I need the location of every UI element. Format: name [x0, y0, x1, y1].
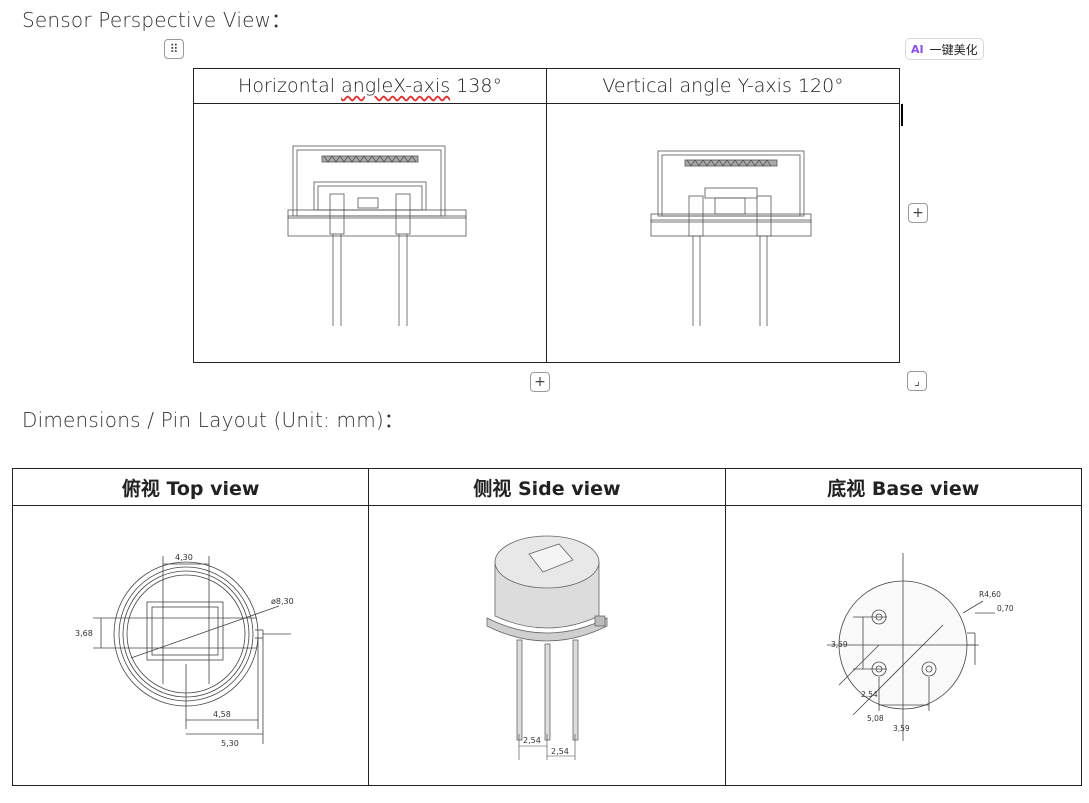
- dim-base-radius: R4,60: [979, 590, 1001, 599]
- add-row-button[interactable]: +: [530, 372, 550, 392]
- side-view-3d-drawing: 2,54 2,54: [486, 535, 608, 760]
- dim-side-pitch-1: 2,54: [523, 736, 541, 745]
- ai-beautify-label: 一键美化: [929, 42, 978, 57]
- dim-base-5-08: 5,08: [867, 714, 884, 723]
- header-vertical-angle: Vertical angle Y-axis 120°: [546, 68, 900, 104]
- ai-icon: AI: [911, 42, 924, 56]
- dim-top-width: 4,30: [175, 553, 193, 562]
- spellcheck-marked-word: angleX-axis: [341, 75, 451, 97]
- dim-base-3-59-vertical: 3,59: [831, 640, 848, 649]
- add-column-button[interactable]: +: [908, 203, 928, 223]
- table-drag-handle[interactable]: ⠿: [164, 39, 184, 59]
- dim-top-diameter: ø8,30: [271, 597, 294, 606]
- perspective-table: Horizontal angleX-axis 138° Vertical ang…: [193, 68, 900, 363]
- horizontal-angle-sensor-drawing: [287, 145, 467, 326]
- ai-beautify-button[interactable]: AI 一键美化: [905, 38, 984, 60]
- dim-base-3-59-horizontal: 3,59: [893, 724, 910, 733]
- top-view-drawing: 4,30 ø8,30 3,68 4,58 5,30: [75, 553, 294, 748]
- header-base-view: 底视 Base view: [724, 468, 1083, 506]
- header-horizontal-angle: Horizontal angleX-axis 138°: [193, 68, 547, 104]
- dimensions-heading: Dimensions / Pin Layout (Unit: mm)：: [22, 408, 405, 432]
- dim-top-5-30: 5,30: [221, 739, 239, 748]
- base-view-drawing: R4,60 0,70 3,59 2,54 5,08 3,59: [827, 552, 1014, 741]
- dim-top-4-58: 4,58: [213, 710, 231, 719]
- dim-base-0-70: 0,70: [997, 604, 1014, 613]
- sensor-perspective-heading: Sensor Perspective View：: [22, 8, 292, 32]
- base-view-cell: R4,60 0,70 3,59 2,54 5,08 3,59: [724, 505, 1083, 786]
- dimension-table: 俯视 Top view 侧视 Side view 底视 Base view: [11, 468, 1083, 786]
- top-view-cell: 4,30 ø8,30 3,68 4,58 5,30: [11, 505, 370, 786]
- text-cursor: [901, 104, 903, 126]
- dim-top-height: 3,68: [75, 629, 93, 638]
- header-side-view: 侧视 Side view: [368, 468, 726, 506]
- header-top-view: 俯视 Top view: [11, 468, 370, 506]
- table-resize-handle[interactable]: ⌟: [907, 371, 927, 391]
- vertical-angle-drawing-cell: [546, 103, 900, 363]
- dim-side-pitch-2: 2,54: [551, 747, 569, 756]
- horizontal-angle-drawing-cell: [193, 103, 547, 363]
- vertical-angle-sensor-drawing: [650, 150, 812, 326]
- side-view-cell: 2,54 2,54: [368, 505, 726, 786]
- dim-base-2-54: 2,54: [861, 690, 878, 699]
